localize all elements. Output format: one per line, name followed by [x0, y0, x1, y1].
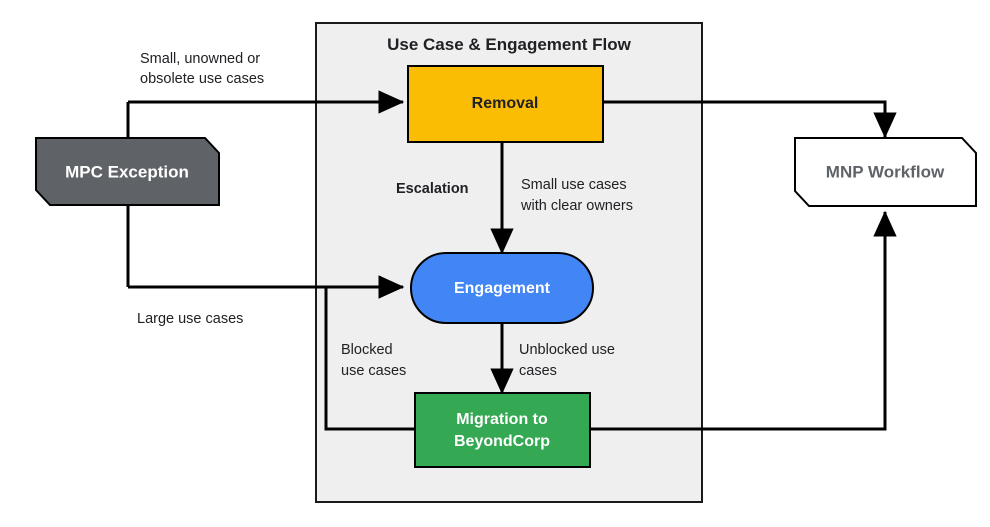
- edge-label-small-unowned-obsolete: Small, unowned or obsolete use cases: [140, 51, 264, 87]
- node-mnp-workflow[interactable]: MNP Workflow: [794, 137, 977, 207]
- edge-label-line2: use cases: [341, 363, 406, 379]
- edge-label-line2: cases: [519, 363, 557, 379]
- mnp-workflow-label: MNP Workflow: [826, 162, 945, 181]
- edge-label-line1: Small, unowned or: [140, 51, 260, 67]
- edge-label-line1: Blocked: [341, 342, 393, 358]
- connector-migration-to-engagement-blocked: [324, 275, 415, 431]
- edge-label-line1: Small use cases: [521, 177, 627, 193]
- migration-label-line2: BeyondCorp: [454, 433, 550, 450]
- edge-label-line2: with clear owners: [520, 198, 633, 214]
- removal-shape: [407, 65, 604, 143]
- edge-label-line1: Escalation: [396, 181, 469, 197]
- connector-removal-to-mnp: [603, 100, 897, 139]
- node-migration-to-beyondcorp[interactable]: Migration to BeyondCorp: [414, 392, 591, 468]
- edge-label-unblocked-use-cases: Unblocked use cases: [519, 342, 615, 379]
- mpc-exception-label: MPC Exception: [65, 162, 189, 181]
- edge-label-small-clear-owners: Small use cases with clear owners: [520, 177, 633, 214]
- engagement-shape: [410, 252, 594, 324]
- node-removal[interactable]: Removal: [407, 65, 604, 143]
- edge-label-line2: obsolete use cases: [140, 71, 264, 87]
- edge-label-blocked-use-cases: Blocked use cases: [341, 342, 406, 379]
- group-title: Use Case & Engagement Flow: [387, 35, 632, 54]
- node-mpc-exception[interactable]: MPC Exception: [35, 137, 220, 206]
- mnp-workflow-shape: [794, 137, 977, 207]
- edge-label-escalation: Escalation: [396, 181, 469, 197]
- migration-label-line1: Migration to: [456, 411, 548, 428]
- edge-label-line1: Large use cases: [137, 311, 243, 327]
- migration-shape: [414, 392, 591, 468]
- node-engagement[interactable]: Engagement: [410, 252, 594, 324]
- connector-migration-to-mnp: [590, 210, 897, 431]
- removal-label: Removal: [472, 95, 539, 112]
- mpc-exception-shape: [35, 137, 220, 206]
- edge-label-large-use-cases: Large use cases: [137, 311, 243, 327]
- engagement-label: Engagement: [454, 280, 551, 297]
- edge-label-line1: Unblocked use: [519, 342, 615, 358]
